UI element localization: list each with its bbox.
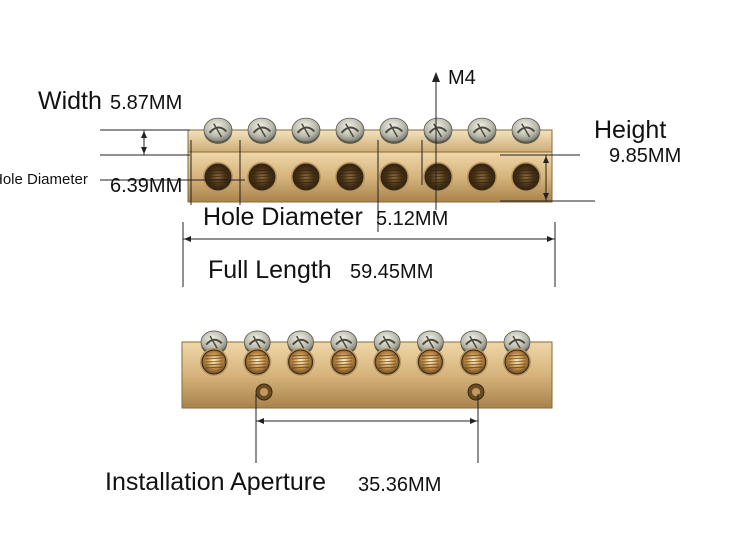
dimension-lines <box>100 76 595 463</box>
threaded-hole-icon <box>503 348 531 376</box>
top-bar-holes <box>203 162 541 192</box>
screw-head-icon <box>460 330 488 356</box>
width-arrow-bottom <box>141 147 147 154</box>
screw-head-icon <box>511 117 541 144</box>
width-value: 5.87MM <box>110 92 183 114</box>
screw-head-icon <box>373 330 401 356</box>
screw-head-icon <box>379 117 409 144</box>
screw-head-icon <box>335 117 365 144</box>
screw-head-icon <box>423 117 453 144</box>
full-length-title: Full Length <box>208 256 332 284</box>
screw-head-icon <box>247 117 277 144</box>
hole-diameter-top-title: Hole Diameter <box>203 203 363 231</box>
screw-head-icon <box>291 117 321 144</box>
top-bar-upper-face <box>187 129 553 155</box>
width-arrow-top <box>141 131 147 138</box>
screw-size-label: M4 <box>448 67 476 89</box>
threaded-hole-icon <box>416 348 445 376</box>
installation-aperture-title: Installation Aperture <box>105 468 326 496</box>
screw-head-icon <box>417 330 444 356</box>
height-title: Height <box>594 116 667 144</box>
top-terminal-bar <box>187 117 553 203</box>
threaded-hole-icon <box>200 348 228 376</box>
screw-head-icon <box>200 330 228 356</box>
install-arrow-left <box>257 418 264 424</box>
hole-diameter-top-value: 5.12MM <box>376 208 449 230</box>
bottom-bar-front-face <box>181 341 553 409</box>
bottom-bar-mount-holes <box>255 383 485 401</box>
hole-diameter-side-title: Hole Diameter <box>0 171 88 188</box>
bottom-terminal-bar <box>181 330 553 409</box>
bottom-bar-holes <box>200 348 531 376</box>
screw-head-icon <box>467 117 497 144</box>
installation-aperture-value: 35.36MM <box>358 474 442 496</box>
threaded-hole-icon <box>286 348 315 376</box>
screw-head-icon <box>330 330 358 356</box>
threaded-hole-icon <box>511 162 541 192</box>
top-bar-screws <box>203 117 541 144</box>
mount-hole-icon <box>467 383 485 401</box>
threaded-hole-icon <box>291 162 321 192</box>
height-value: 9.85MM <box>609 145 682 167</box>
height-arrow-top <box>543 156 549 163</box>
threaded-hole-icon <box>379 162 409 192</box>
threaded-hole-icon <box>459 348 488 376</box>
threaded-hole-icon <box>247 162 277 192</box>
threaded-hole-icon <box>329 348 358 376</box>
top-bar-front-face <box>187 151 553 203</box>
full-length-value: 59.45MM <box>350 261 434 283</box>
bottom-bar-screws <box>200 330 531 356</box>
full-length-arrow-right <box>547 236 554 242</box>
threaded-hole-icon <box>467 162 497 192</box>
install-arrow-right <box>470 418 477 424</box>
m4-arrowhead <box>432 72 440 82</box>
threaded-hole-icon <box>373 348 402 376</box>
threaded-hole-icon <box>423 162 453 192</box>
height-arrow-bottom <box>543 193 549 200</box>
threaded-hole-icon <box>335 162 365 192</box>
hole-diameter-side-value: 6.39MM <box>110 175 183 197</box>
screw-head-icon <box>203 117 233 144</box>
arrowheads <box>141 72 554 424</box>
width-title: Width <box>38 87 102 115</box>
threaded-hole-icon <box>203 162 233 192</box>
screw-head-icon <box>503 330 531 356</box>
screw-head-icon <box>243 330 271 356</box>
mount-hole-icon <box>255 383 273 401</box>
full-length-arrow-left <box>184 236 191 242</box>
threaded-hole-icon <box>243 348 272 376</box>
